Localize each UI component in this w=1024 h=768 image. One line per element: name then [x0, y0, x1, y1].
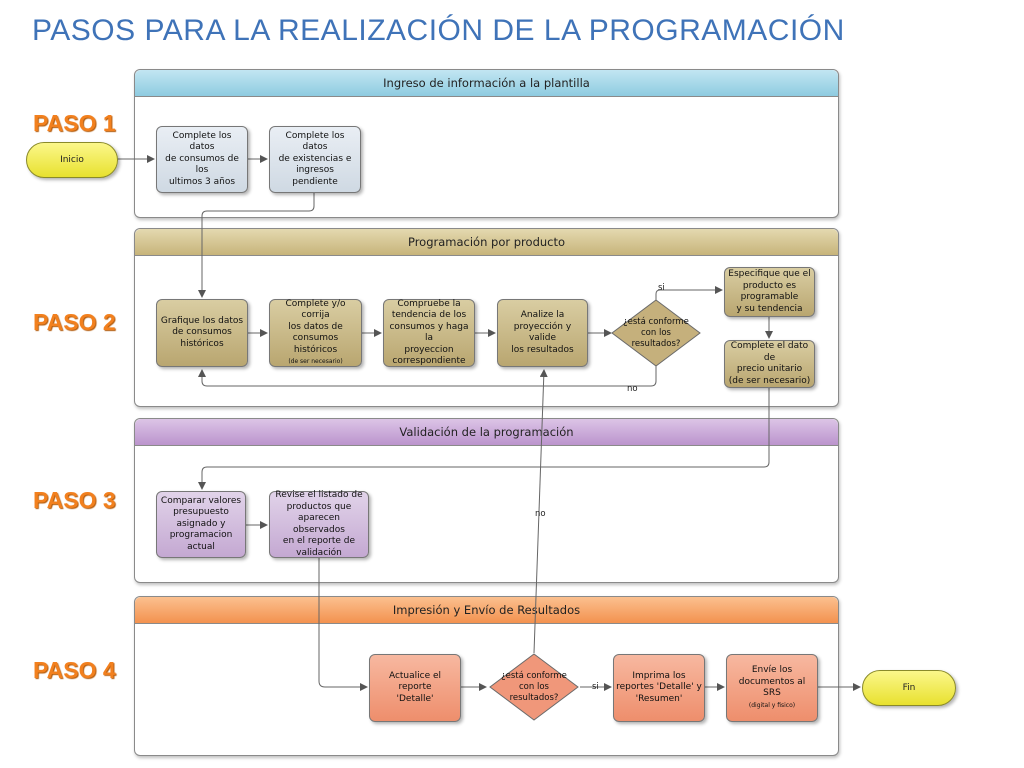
- node-especifique-programable: Especifique que el producto es programab…: [724, 267, 815, 317]
- edge-p2f-p3a: [198, 388, 770, 490]
- edge-label-no-p2: no: [627, 384, 638, 394]
- node-complete-corrija: Complete y/o corrija los datos de consum…: [269, 299, 362, 367]
- lane-validacion: Validación de la programación: [134, 418, 839, 583]
- step-label-2: PASO 2: [33, 309, 116, 335]
- lane-ingreso: Ingreso de información a la plantilla: [134, 69, 839, 218]
- node-envie-documentos: Envíe los documentos al SRS (digital y f…: [726, 654, 818, 722]
- step-label-3: PASO 3: [33, 487, 116, 513]
- node-consumos-3-anos: Complete los datos de consumos de los ul…: [156, 126, 248, 193]
- step-label-1: PASO 1: [33, 110, 116, 136]
- decision-diamond-p4: [489, 653, 579, 721]
- node-envie-documentos-text: Envíe los documentos al SRS: [738, 665, 806, 698]
- start-terminal: Inicio: [26, 142, 118, 178]
- lane-programacion: Programación por producto: [134, 228, 839, 407]
- decision-conforme-p2: ¿está conforme con los resultados?: [623, 316, 689, 349]
- node-existencias-ingresos: Complete los datos de existencias e ingr…: [269, 126, 361, 193]
- end-terminal: Fin: [862, 670, 956, 706]
- node-revise-listado: Revise el listado de productos que apare…: [269, 490, 369, 558]
- node-compruebe-tendencia: Compruebe la tendencia de los consumos y…: [383, 299, 475, 367]
- step-label-4: PASO 4: [33, 657, 116, 683]
- node-envie-documentos-note: (digital y fisico): [748, 701, 796, 709]
- node-complete-corrija-text: Complete y/o corrija los datos de consum…: [285, 298, 346, 355]
- node-complete-corrija-note: (de ser necesario): [288, 358, 343, 365]
- edge-p2q-no: [198, 366, 657, 387]
- lane-ingreso-header: Ingreso de información a la plantilla: [135, 70, 838, 97]
- node-imprima-reportes: Imprima los reportes 'Detalle' y 'Resume…: [613, 654, 705, 722]
- edge-p4q-no: [533, 369, 548, 654]
- node-precio-unitario: Complete el dato de precio unitario (de …: [724, 340, 815, 388]
- node-grafique-consumos: Grafique los datos de consumos histórico…: [156, 299, 248, 367]
- lane-impresion-header: Impresión y Envío de Resultados: [135, 597, 838, 624]
- decision-conforme-p4: ¿está conforme con los resultados?: [501, 670, 567, 703]
- lane-validacion-header: Validación de la programación: [135, 419, 838, 446]
- node-comparar-valores: Comparar valores presupuesto asignado y …: [156, 491, 246, 558]
- edge-label-no-p4: no: [535, 509, 546, 519]
- edge-label-si-p2: si: [658, 283, 665, 293]
- node-actualice-detalle: Actualice el reporte 'Detalle': [369, 654, 461, 722]
- node-analize-proyeccion: Analize la proyección y valide los resul…: [497, 299, 588, 367]
- lane-programacion-header: Programación por producto: [135, 229, 838, 256]
- edge-label-si-p4: si: [592, 682, 599, 692]
- edge-p3b-p4a: [318, 558, 368, 691]
- edge-p2q-si: [655, 286, 723, 300]
- lane-impresion: Impresión y Envío de Resultados: [134, 596, 839, 756]
- edge-p1b-p2a: [198, 192, 315, 298]
- decision-diamond-p2: [611, 299, 701, 367]
- page-title: PASOS PARA LA REALIZACIÓN DE LA PROGRAMA…: [32, 14, 845, 47]
